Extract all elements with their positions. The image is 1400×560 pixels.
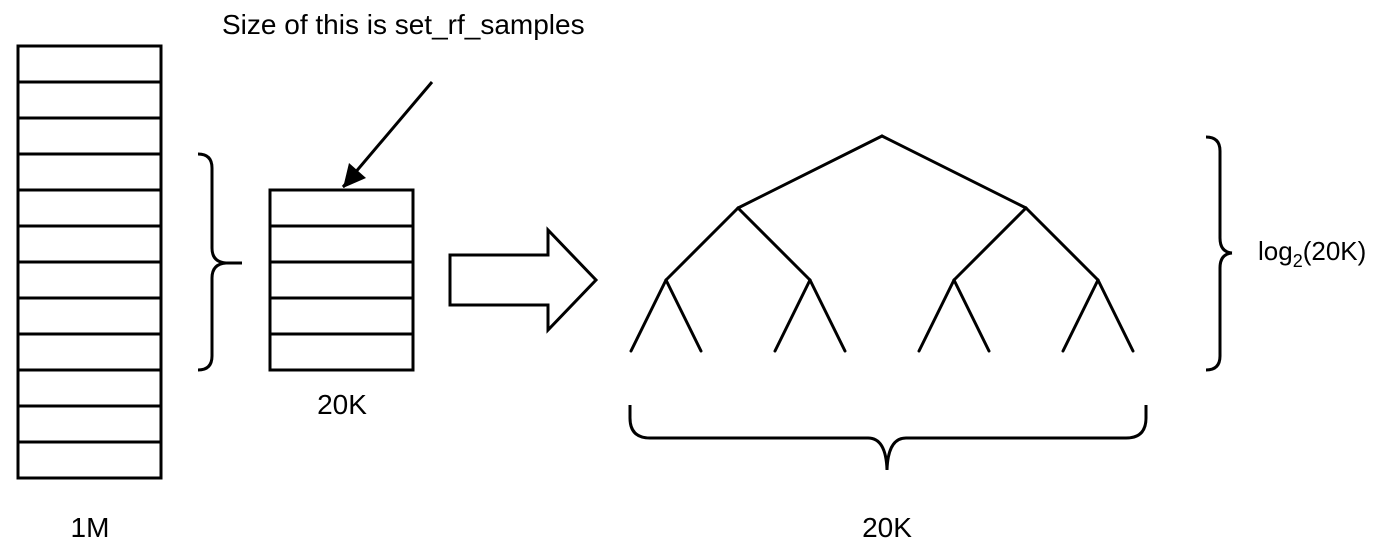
full-dataset-row <box>16 440 163 480</box>
sample-label: 20K <box>317 389 367 420</box>
full-dataset-row <box>16 116 163 156</box>
tree-width-brace <box>628 405 1148 471</box>
tree-width-label: 20K <box>862 512 912 543</box>
full-dataset-row <box>16 296 163 336</box>
full-dataset-row <box>16 224 163 264</box>
sample-row <box>268 260 415 300</box>
pointer-arrow <box>341 81 434 188</box>
sample-row <box>268 188 415 228</box>
transform-arrow <box>448 226 599 334</box>
depth-label-subscript: 2 <box>1293 251 1303 271</box>
full-dataset-row <box>16 368 163 408</box>
full-dataset-table <box>16 44 163 480</box>
full-dataset-row <box>16 44 163 84</box>
sample-row <box>268 296 415 336</box>
full-dataset-row <box>16 260 163 300</box>
full-dataset-row <box>16 188 163 228</box>
full-dataset-row <box>16 152 163 192</box>
tree-depth-brace <box>1205 135 1233 372</box>
full-dataset-row <box>16 332 163 372</box>
sample-row <box>268 224 415 264</box>
full-dataset-row <box>16 80 163 120</box>
pointer-arrow-head <box>343 163 366 188</box>
sample-table <box>268 188 415 372</box>
full-dataset-row <box>16 404 163 444</box>
sample-row <box>268 332 415 372</box>
sample-curly-brace <box>197 152 242 372</box>
size-annotation: Size of this is set_rf_samples <box>222 9 585 40</box>
full-dataset-label: 1M <box>71 512 110 543</box>
decision-tree <box>629 134 1135 353</box>
depth-label-tail: (20K) <box>1303 236 1367 266</box>
tree-depth-label: log2(20K) <box>1258 236 1366 271</box>
depth-label-main: log <box>1258 236 1293 266</box>
